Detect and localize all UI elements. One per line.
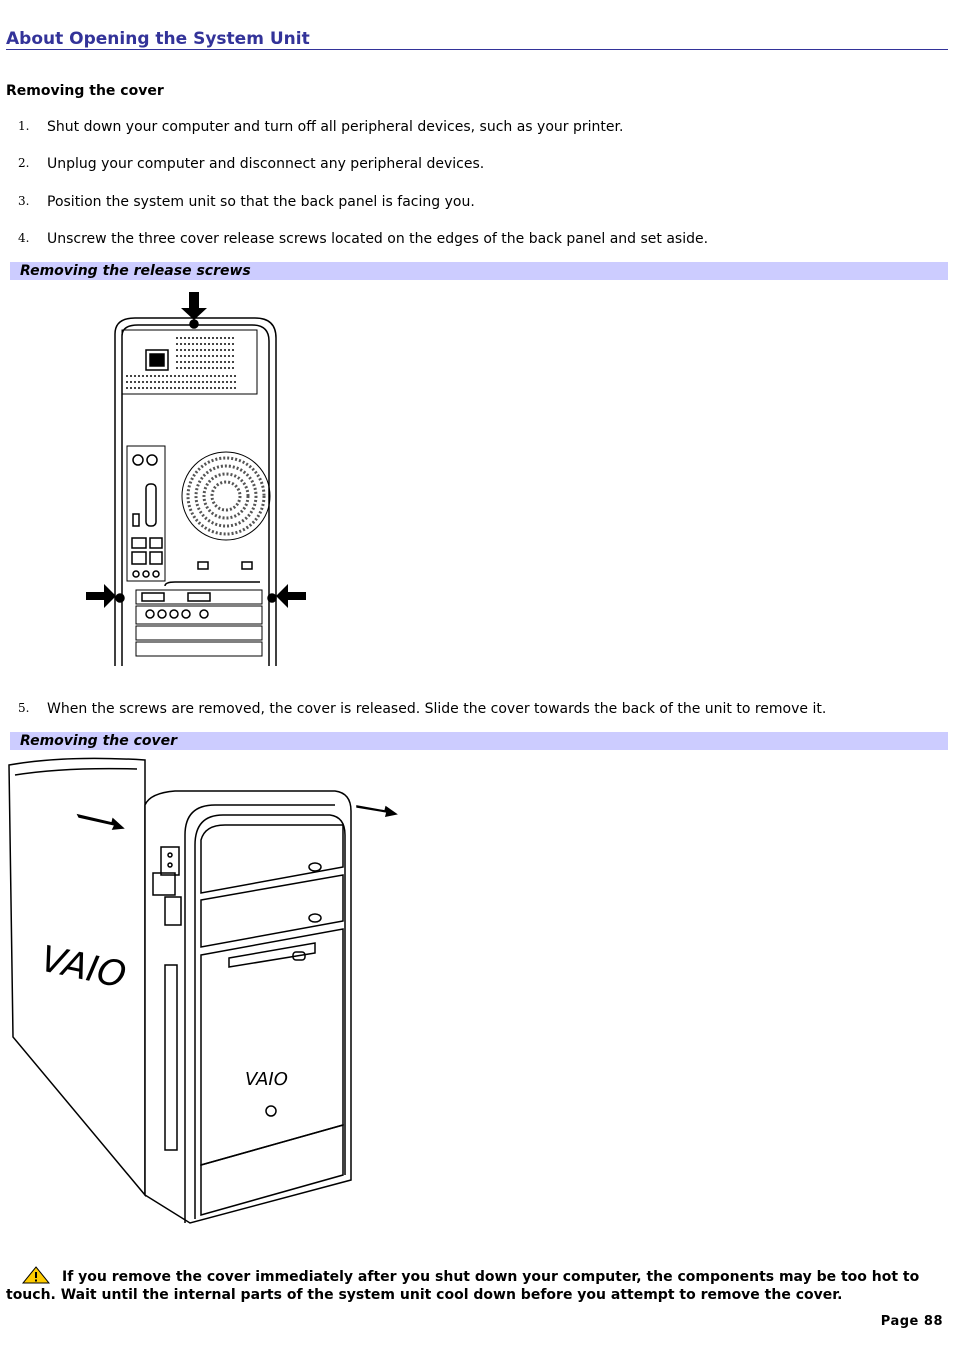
warning-text: If you remove the cover immediately afte… — [6, 1269, 920, 1303]
warning-triangle-icon — [22, 1266, 50, 1284]
step-item: 5. When the screws are removed, the cove… — [0, 701, 954, 721]
step-text: Position the system unit so that the bac… — [47, 194, 475, 210]
step-item: 4. Unscrew the three cover release screw… — [0, 231, 954, 251]
step-number: 4. — [18, 231, 30, 245]
page-number: Page 88 — [880, 1314, 943, 1329]
step-text: Unscrew the three cover release screws l… — [47, 231, 709, 247]
step-item: 2. Unplug your computer and disconnect a… — [0, 156, 954, 176]
back-panel-illustration — [86, 292, 306, 666]
front-vaio-logo: VAIO — [245, 1069, 288, 1090]
step-text: Unplug your computer and disconnect any … — [47, 156, 485, 172]
step-number: 1. — [18, 119, 30, 133]
page-title: About Opening the System Unit — [6, 29, 948, 50]
figure-caption-text: Removing the release screws — [20, 263, 251, 279]
figure-caption: Removing the cover — [10, 732, 948, 750]
figure-caption: Removing the release screws — [10, 262, 948, 280]
section-heading: Removing the cover — [6, 83, 164, 99]
step-number: 3. — [18, 194, 30, 208]
step-number: 2. — [18, 156, 30, 170]
step-text: When the screws are removed, the cover i… — [47, 701, 827, 717]
warning-note: If you remove the cover immediately afte… — [6, 1266, 936, 1304]
step-text: Shut down your computer and turn off all… — [47, 119, 624, 135]
figure-caption-text: Removing the cover — [20, 733, 178, 749]
step-item: 3. Position the system unit so that the … — [0, 194, 954, 214]
step-item: 1. Shut down your computer and turn off … — [0, 119, 954, 139]
tower-cover-illustration: VAIO VAIO — [8, 757, 398, 1224]
step-number: 5. — [18, 701, 30, 715]
